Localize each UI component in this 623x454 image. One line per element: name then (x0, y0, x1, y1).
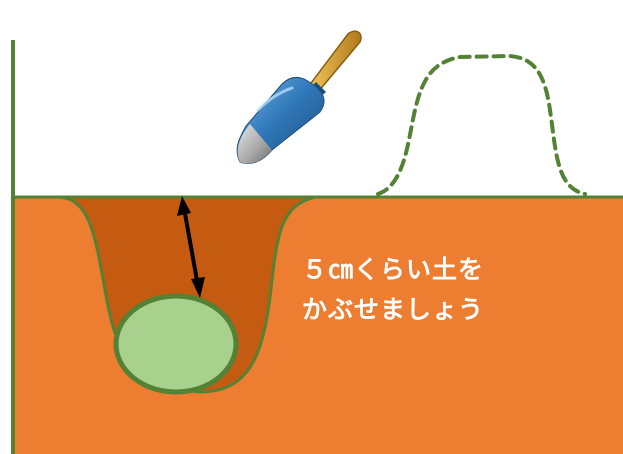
instruction-line-1: ５㎝くらい土を (302, 255, 485, 284)
trowel-icon (236, 30, 362, 164)
soil-mound-outline (376, 53, 587, 196)
depth-arrow (177, 196, 205, 298)
instruction-line-2: かぶせましょう (302, 295, 485, 324)
seed-potato (113, 293, 239, 395)
instruction-text: ５㎝くらい土を かぶせましょう (302, 250, 484, 330)
